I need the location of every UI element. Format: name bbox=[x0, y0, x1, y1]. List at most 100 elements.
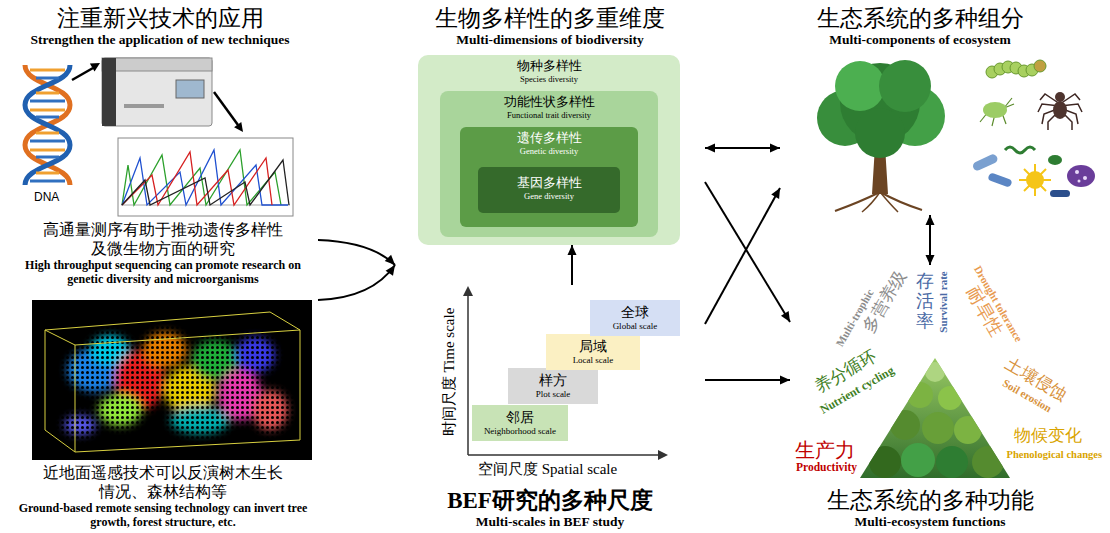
dna-helix-part bbox=[30, 70, 65, 181]
dna-helix-part-part bbox=[30, 180, 65, 183]
function-label: 物候变化 bbox=[1014, 426, 1082, 446]
axis-part bbox=[468, 454, 660, 456]
process-arrow-part bbox=[214, 92, 238, 125]
dna-helix-part-part bbox=[36, 172, 59, 175]
chromatogram-part bbox=[122, 152, 272, 205]
tree-illustration-part bbox=[835, 61, 885, 111]
node-text: 生物多样性的多重维度 bbox=[435, 6, 665, 32]
point-cloud-image-part bbox=[32, 300, 312, 460]
axis-label: 时间尺度 Time scale bbox=[440, 308, 458, 437]
forest-triangle-part bbox=[922, 412, 954, 444]
node-text: 近地面遥感技术可以反演树木生长 情况、森林结构等 bbox=[38, 463, 288, 501]
microbe-illustration-part bbox=[1067, 165, 1095, 187]
insect-illustration bbox=[980, 60, 1082, 130]
node-text: 基因多样性 bbox=[517, 175, 582, 191]
connector-line bbox=[705, 188, 780, 324]
sequencer-machine-part bbox=[176, 80, 204, 98]
tree-illustration bbox=[817, 60, 945, 212]
insect-illustration-part bbox=[983, 102, 1007, 118]
dna-helix-part-part bbox=[36, 116, 59, 119]
forest-triangle-part bbox=[907, 382, 933, 408]
function-label: 存活率 bbox=[916, 272, 934, 331]
node-text: 物种多样性 bbox=[517, 58, 582, 74]
connector-arrow bbox=[705, 376, 790, 385]
node-subtext: Global scale bbox=[613, 321, 658, 332]
tree-illustration-part bbox=[855, 108, 905, 158]
node-subtext: Species diversity bbox=[520, 74, 578, 85]
function-label-en: Productivity bbox=[796, 461, 857, 475]
forest-triangle-part bbox=[936, 446, 968, 478]
dna-helix-part-part bbox=[30, 149, 65, 152]
forest-triangle-part bbox=[925, 362, 945, 382]
scale-box: 邻居Neighborhood scale bbox=[472, 405, 568, 441]
microbe-illustration-part-part bbox=[1024, 169, 1046, 191]
node-subtext: Multi-scales in BEF study bbox=[476, 514, 624, 531]
node-text: 高通量测序有助于推动遗传多样性 及微生物方面的研究 bbox=[38, 220, 288, 258]
tree-illustration-part bbox=[835, 192, 880, 211]
scale-box: 全球Global scale bbox=[590, 300, 680, 336]
dna-helix-part-part bbox=[30, 140, 65, 143]
arrowhead bbox=[926, 255, 935, 265]
connector-line bbox=[318, 240, 395, 265]
arrowhead bbox=[385, 255, 395, 265]
dna-helix-part bbox=[25, 65, 70, 185]
connector-arrow bbox=[568, 245, 577, 285]
process-arrow-part bbox=[90, 63, 100, 71]
dna-helix-part bbox=[25, 65, 70, 185]
dna-helix-part-part bbox=[36, 132, 59, 135]
microbe-illustration bbox=[972, 147, 1095, 197]
axis-label: 空间尺度 Spatial scale bbox=[478, 460, 617, 478]
trait-diversity-box: 功能性状多样性Functional trait diversity遗传多样性Ge… bbox=[440, 91, 658, 237]
node-subtext: Plot scale bbox=[536, 389, 571, 400]
node-text: BEF研究的多种尺度 bbox=[447, 488, 653, 514]
scale-box: 样方Plot scale bbox=[508, 368, 598, 404]
microbe-illustration-part-part bbox=[1024, 169, 1046, 191]
connector-arrow bbox=[705, 188, 780, 324]
node-subtext: Local scale bbox=[573, 355, 614, 366]
tree-illustration-part bbox=[880, 192, 898, 212]
microbe-illustration-part bbox=[1075, 170, 1079, 174]
forest-triangle-part bbox=[901, 443, 935, 477]
connector-line bbox=[705, 147, 780, 149]
sequencer-machine-part bbox=[124, 104, 164, 108]
node-text: 样方 bbox=[539, 372, 567, 389]
microbe-illustration-part bbox=[987, 172, 1012, 188]
tree-illustration-part bbox=[880, 192, 922, 210]
insect-illustration-part bbox=[1034, 60, 1046, 72]
node-text: 注重新兴技术的应用 bbox=[57, 6, 264, 32]
node-text: 局域 bbox=[579, 338, 607, 355]
arrowhead bbox=[771, 188, 780, 199]
chromatogram bbox=[118, 138, 293, 216]
arrowhead bbox=[386, 265, 395, 276]
node-subtext: Functional trait diversity bbox=[507, 110, 591, 121]
chromatogram-part bbox=[118, 138, 293, 216]
biodiversity-panel: 生物多样性的多重维度Multi-dimensions of biodiversi… bbox=[395, 2, 705, 270]
axis bbox=[468, 294, 660, 455]
microbe-illustration-part bbox=[1019, 164, 1051, 196]
function-label-en: Phenological changes bbox=[1007, 449, 1102, 462]
point-cloud-image-part bbox=[32, 300, 312, 460]
node-subtext: Neighborhood scale bbox=[484, 426, 556, 437]
arrowhead bbox=[705, 144, 715, 153]
function-label: 生产力 bbox=[795, 438, 855, 462]
forest-triangle-part bbox=[954, 416, 982, 444]
node-text: 遗传多样性 bbox=[517, 130, 582, 146]
point-cloud-image-part bbox=[45, 330, 75, 452]
dna-helix-part-part bbox=[30, 69, 65, 72]
node-subtext: Ground-based remote sensing technology c… bbox=[11, 501, 315, 529]
microbe-illustration-part bbox=[1078, 180, 1081, 183]
dna-helix-part-part bbox=[30, 109, 65, 112]
scale-box: 局域Local scale bbox=[546, 334, 640, 370]
gene-diversity-box: 基因多样性Gene diversity bbox=[478, 167, 620, 213]
microbe-illustration-part bbox=[1050, 190, 1070, 197]
node-subtext: Multi-components of ecosystem bbox=[829, 32, 1010, 49]
connector-line bbox=[705, 379, 790, 381]
node-text: 功能性状多样性 bbox=[504, 94, 595, 110]
microbe-illustration-part bbox=[1026, 171, 1044, 189]
axis-arrowhead-part bbox=[463, 286, 473, 296]
tree-illustration-part bbox=[879, 60, 931, 112]
arrowhead bbox=[568, 245, 577, 255]
node-text: 邻居 bbox=[506, 409, 534, 426]
arrowhead bbox=[781, 311, 790, 322]
arrowhead bbox=[770, 144, 780, 153]
